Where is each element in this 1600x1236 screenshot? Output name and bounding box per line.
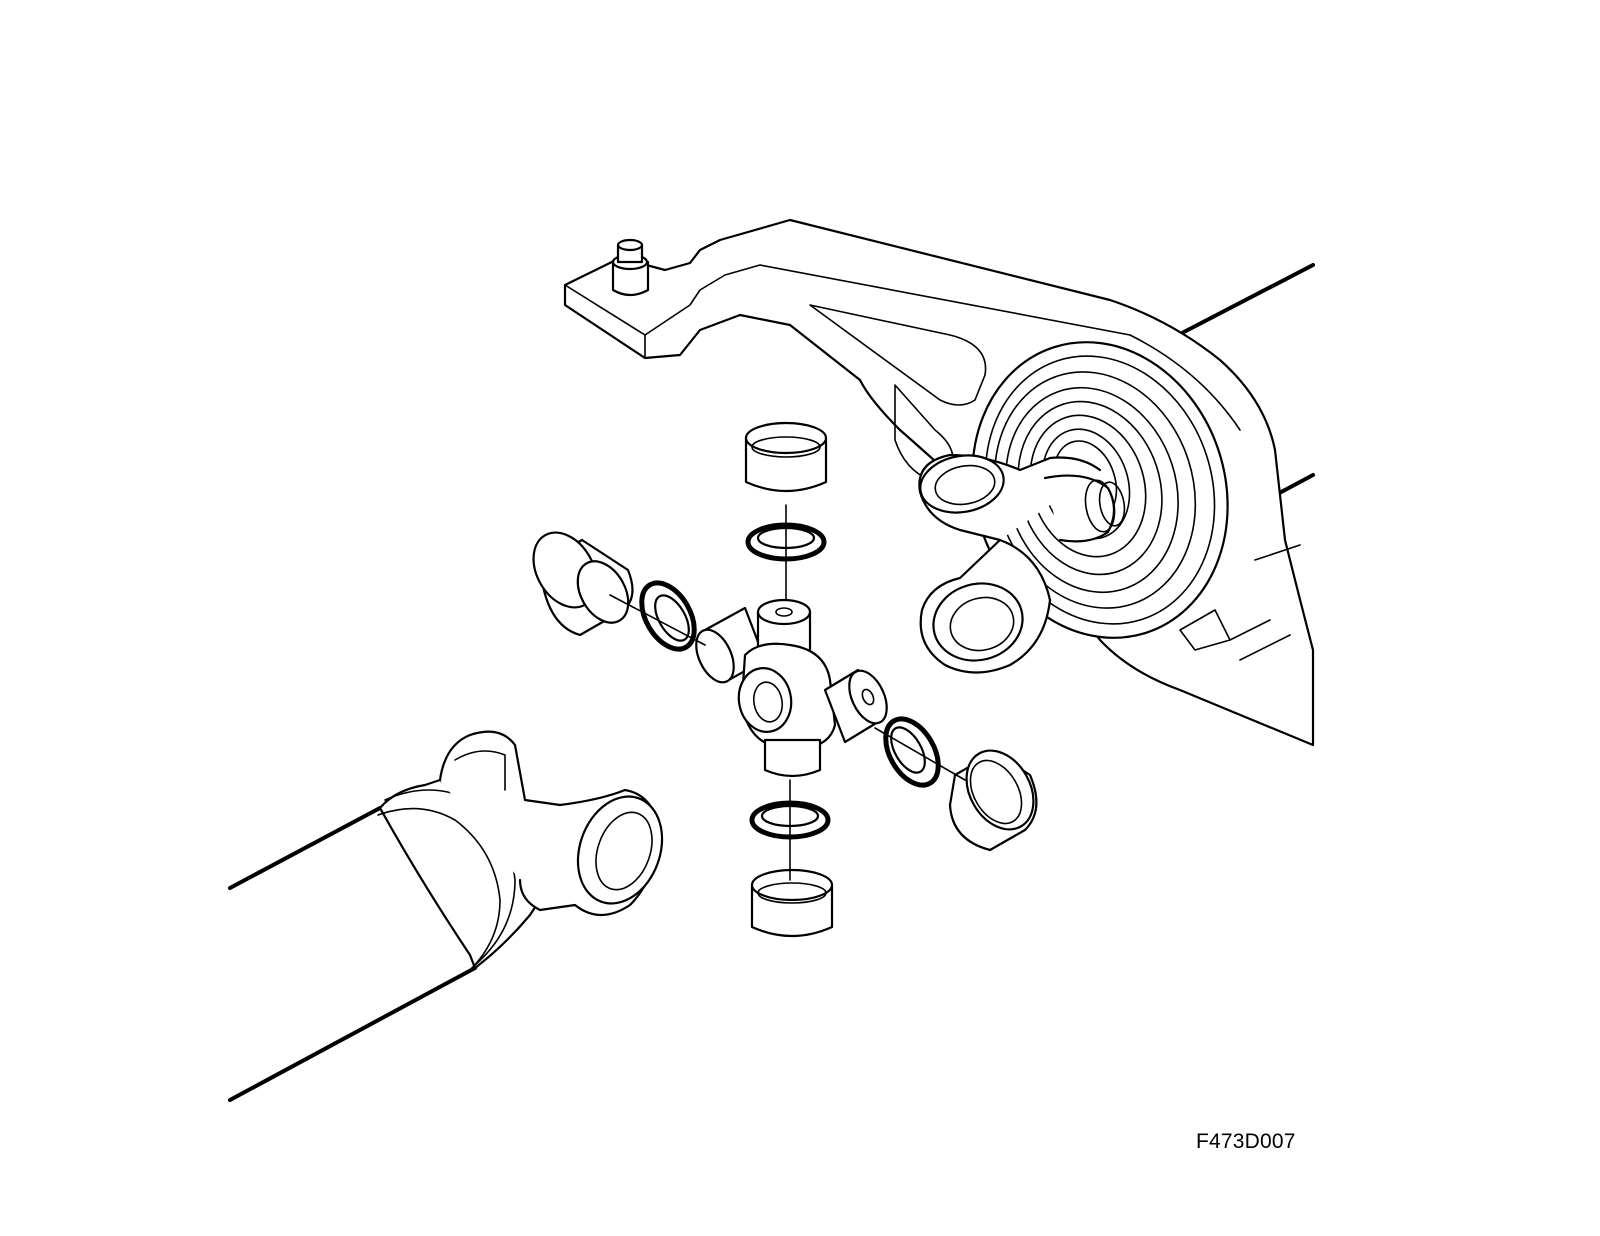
seal-ring-left xyxy=(639,580,697,652)
bearing-cap-right xyxy=(948,749,1038,852)
axis-line-right xyxy=(874,727,966,781)
universal-joint-cross xyxy=(695,598,888,778)
bracket-locating-pin xyxy=(611,238,650,297)
bearing-cap-top xyxy=(744,421,828,493)
rear-yoke xyxy=(918,453,1126,674)
axis-line-left xyxy=(609,594,706,646)
figure-code-label: F473D007 xyxy=(1196,1130,1296,1153)
seal-ring-right xyxy=(883,716,941,788)
front-yoke xyxy=(438,730,664,917)
bearing-cap-left xyxy=(532,531,634,637)
bearing-cap-bottom xyxy=(750,868,834,938)
